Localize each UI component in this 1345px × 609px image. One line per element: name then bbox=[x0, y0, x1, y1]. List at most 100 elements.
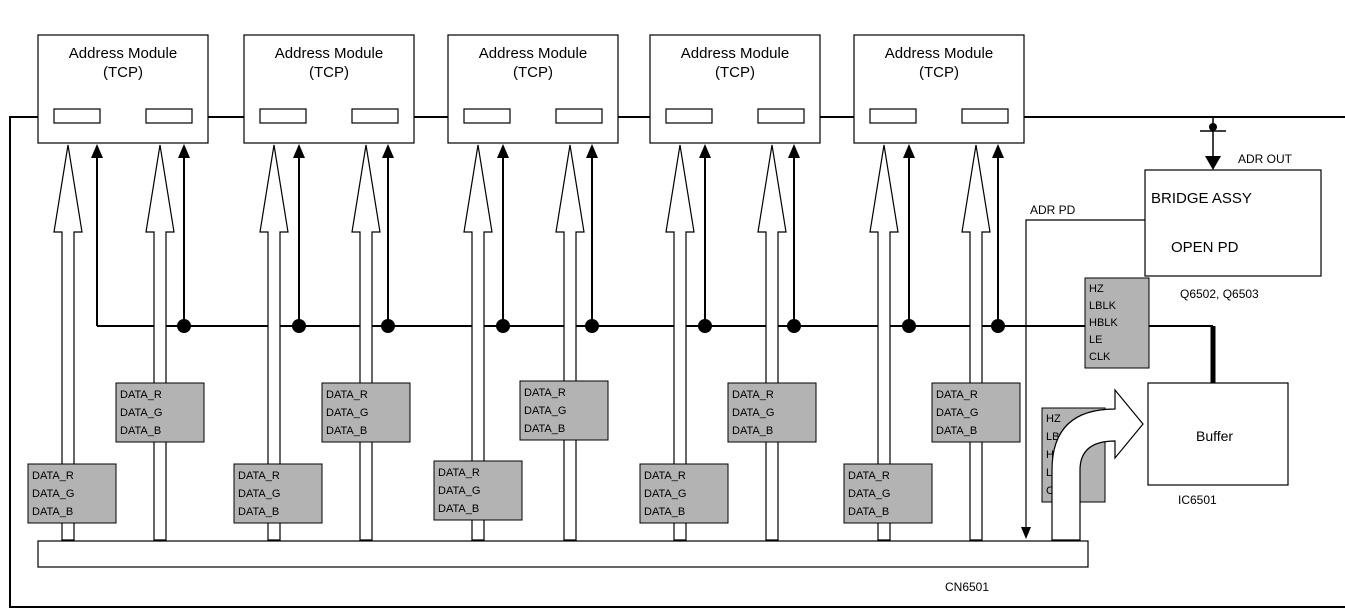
data-label-data-b: DATA_B bbox=[120, 425, 161, 437]
control-arrow-icon bbox=[497, 144, 509, 158]
address-module-title: Address Module bbox=[885, 45, 993, 62]
adr-pd-arrow-icon bbox=[1021, 527, 1031, 539]
address-module-subtitle: (TCP) bbox=[309, 64, 349, 81]
adr-pd-label: ADR PD bbox=[1030, 203, 1076, 217]
address-module-title: Address Module bbox=[479, 45, 587, 62]
tcp-chip-right bbox=[961, 108, 1009, 124]
bridge-assy-label: BRIDGE ASSY bbox=[1151, 190, 1252, 207]
buffer-label: Buffer bbox=[1196, 428, 1233, 444]
connector-cn6501 bbox=[37, 540, 1089, 568]
address-module-column: Address Module (TCP) DATA_R DATA_G DATA_B DAT… bbox=[639, 34, 821, 541]
buffer-part-label: IC6501 bbox=[1178, 493, 1217, 507]
ctrl-signal-hblk: HBLK bbox=[1089, 317, 1118, 329]
control-arrow-icon bbox=[178, 144, 190, 158]
address-module-box bbox=[37, 34, 209, 144]
data-label-data-r: DATA_R bbox=[120, 389, 162, 401]
tcp-chip-left bbox=[869, 108, 917, 124]
data-label-data-g: DATA_G bbox=[120, 407, 162, 419]
data-label-data-r: DATA_R bbox=[732, 389, 774, 401]
data-label-data-r: DATA_R bbox=[644, 470, 686, 482]
address-module-box bbox=[243, 34, 415, 144]
data-label-data-g: DATA_G bbox=[936, 407, 978, 419]
bus-junction-dot bbox=[991, 319, 1005, 333]
data-bus-arrow-right-icon bbox=[757, 144, 787, 541]
bus-junction-dot bbox=[902, 319, 916, 333]
data-label-data-g: DATA_G bbox=[326, 407, 368, 419]
address-module-subtitle: (TCP) bbox=[103, 64, 143, 81]
bus-junction-dot bbox=[585, 319, 599, 333]
control-arrow-icon bbox=[992, 144, 1004, 158]
address-module-subtitle: (TCP) bbox=[715, 64, 755, 81]
address-module-title: Address Module bbox=[681, 45, 789, 62]
curved-arrow-to-buffer-icon bbox=[1051, 388, 1144, 541]
data-label-data-r: DATA_R bbox=[848, 470, 890, 482]
data-label-data-b: DATA_B bbox=[936, 425, 977, 437]
tcp-chip-left bbox=[53, 108, 101, 124]
ctrl-signal-hz-lower: HZ bbox=[1046, 413, 1061, 425]
connector-label: CN6501 bbox=[945, 580, 989, 594]
data-label-data-r: DATA_R bbox=[326, 389, 368, 401]
tcp-chip-right bbox=[757, 108, 805, 124]
bus-junction-dot bbox=[496, 319, 510, 333]
data-rgb-box-upper bbox=[321, 382, 411, 443]
data-label-data-g: DATA_G bbox=[644, 488, 686, 500]
address-module-column: Address Module (TCP) DATA_R DATA_G DATA_B DAT… bbox=[27, 34, 209, 541]
control-arrow-icon bbox=[788, 144, 800, 158]
data-label-data-g: DATA_G bbox=[732, 407, 774, 419]
adr-out-junction bbox=[1209, 123, 1217, 131]
adr-out-arrow-icon bbox=[1205, 156, 1221, 170]
data-label-data-b: DATA_B bbox=[32, 506, 73, 518]
address-module-title: Address Module bbox=[69, 45, 177, 62]
data-label-data-g: DATA_G bbox=[848, 488, 890, 500]
bus-junction-dot bbox=[381, 319, 395, 333]
ctrl-signal-box-upper bbox=[1084, 277, 1150, 369]
buffer-box bbox=[1147, 382, 1289, 486]
data-rgb-box-upper bbox=[931, 382, 1021, 443]
bus-junction-dot bbox=[698, 319, 712, 333]
data-label-data-b: DATA_B bbox=[732, 425, 773, 437]
data-bus-arrow-right-icon bbox=[555, 144, 585, 541]
data-rgb-box-upper bbox=[727, 382, 817, 443]
control-arrow-icon bbox=[699, 144, 711, 158]
data-label-data-g: DATA_G bbox=[32, 488, 74, 500]
address-module-subtitle: (TCP) bbox=[919, 64, 959, 81]
tcp-chip-left bbox=[259, 108, 307, 124]
data-label-data-r: DATA_R bbox=[524, 387, 566, 399]
address-module-box bbox=[853, 34, 1025, 144]
ctrl-signal-le: LE bbox=[1089, 334, 1102, 346]
data-label-data-g: DATA_G bbox=[524, 405, 566, 417]
data-label-data-r: DATA_R bbox=[238, 470, 280, 482]
data-bus-arrow-right-icon bbox=[961, 144, 991, 541]
data-label-data-r: DATA_R bbox=[936, 389, 978, 401]
bus-junction-dot bbox=[177, 319, 191, 333]
data-rgb-box-lower bbox=[639, 463, 729, 524]
data-label-data-r: DATA_R bbox=[438, 467, 480, 479]
data-rgb-box-upper bbox=[519, 380, 609, 441]
address-module-column: Address Module (TCP) DATA_R DATA_G DATA_B DAT… bbox=[843, 34, 1025, 541]
bus-junction-dot bbox=[292, 319, 306, 333]
bridge-assy-box bbox=[1144, 169, 1322, 277]
data-label-data-b: DATA_B bbox=[524, 423, 565, 435]
adr-pd-line bbox=[1025, 219, 1145, 527]
address-module-box bbox=[649, 34, 821, 144]
open-pd-label: OPEN PD bbox=[1171, 239, 1239, 256]
data-rgb-box-lower bbox=[433, 460, 523, 521]
bridge-part-label: Q6502, Q6503 bbox=[1180, 287, 1259, 301]
address-module-subtitle: (TCP) bbox=[513, 64, 553, 81]
ctrl-signal-hz: HZ bbox=[1089, 283, 1104, 295]
tcp-chip-left bbox=[463, 108, 511, 124]
ctrl-signal-clk: CLK bbox=[1089, 351, 1111, 363]
data-bus-arrow-right-icon bbox=[351, 144, 381, 541]
data-label-data-b: DATA_B bbox=[644, 506, 685, 518]
address-module-column: Address Module (TCP) DATA_R DATA_G DATA_B DAT… bbox=[233, 34, 415, 541]
address-module-column: Address Module (TCP) DATA_R DATA_G DATA_B DAT… bbox=[433, 34, 619, 541]
data-rgb-box-lower bbox=[27, 463, 117, 524]
data-rgb-box-lower bbox=[233, 463, 323, 524]
data-label-data-g: DATA_G bbox=[238, 488, 280, 500]
data-rgb-box-upper bbox=[115, 382, 205, 443]
control-arrow-icon bbox=[586, 144, 598, 158]
data-bus-arrow-right-icon bbox=[145, 144, 175, 541]
data-label-data-b: DATA_B bbox=[238, 506, 279, 518]
data-label-data-r: DATA_R bbox=[32, 470, 74, 482]
address-module-title: Address Module bbox=[275, 45, 383, 62]
